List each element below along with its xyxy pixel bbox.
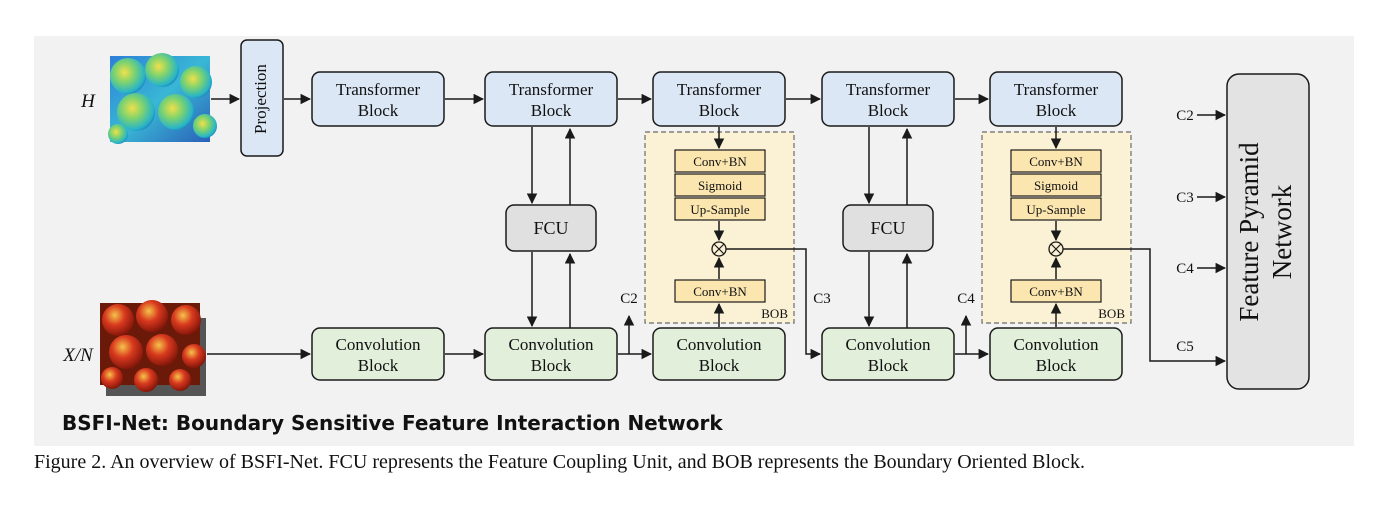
transformer-block-1: Transformer Block bbox=[311, 71, 445, 127]
svg-text:Up-Sample: Up-Sample bbox=[690, 202, 749, 217]
svg-text:Conv+BN: Conv+BN bbox=[693, 154, 747, 169]
svg-text:Convolution: Convolution bbox=[845, 335, 931, 354]
convolution-block-2: Convolution Block bbox=[484, 327, 618, 381]
svg-text:Block: Block bbox=[868, 101, 909, 120]
bob1-sigmoid bbox=[674, 173, 766, 197]
svg-text:Feature Pyramid: Feature Pyramid bbox=[1234, 142, 1264, 322]
svg-text:Convolution: Convolution bbox=[335, 335, 421, 354]
svg-text:Up-Sample: Up-Sample bbox=[1026, 202, 1085, 217]
svg-text:Convolution: Convolution bbox=[676, 335, 762, 354]
stage-label-c2: C2 bbox=[620, 291, 638, 307]
svg-text:Sigmoid: Sigmoid bbox=[698, 178, 743, 193]
feature-pyramid-network: Feature Pyramid Network bbox=[1226, 73, 1310, 390]
fpn-input-c2: C2 bbox=[1176, 108, 1194, 124]
svg-text:Transformer: Transformer bbox=[1014, 80, 1099, 99]
svg-text:Transformer: Transformer bbox=[846, 80, 931, 99]
bob1-conv-bn bbox=[674, 149, 766, 173]
bob2-conv-bn-bottom bbox=[1010, 279, 1102, 303]
fcu-block-2: FCU bbox=[842, 204, 934, 252]
svg-text:Block: Block bbox=[358, 101, 399, 120]
projection-label: Projection bbox=[251, 64, 270, 134]
convolution-block-1: Convolution Block bbox=[311, 327, 445, 381]
svg-text:BOB: BOB bbox=[761, 306, 788, 321]
svg-text:Conv+BN: Conv+BN bbox=[693, 284, 747, 299]
transformer-block-2: Transformer Block bbox=[484, 71, 618, 127]
svg-text:Block: Block bbox=[1036, 101, 1077, 120]
svg-text:Conv+BN: Conv+BN bbox=[1029, 284, 1083, 299]
network-title: BSFI-Net: Boundary Sensitive Feature Int… bbox=[62, 411, 723, 435]
svg-text:Conv+BN: Conv+BN bbox=[1029, 154, 1083, 169]
bob2-conv-bn bbox=[1010, 149, 1102, 173]
stage-label-c3: C3 bbox=[813, 291, 831, 307]
convolution-block-5: Convolution Block bbox=[989, 327, 1123, 381]
xn-input-label: X/N bbox=[62, 345, 94, 366]
svg-text:FCU: FCU bbox=[533, 218, 568, 238]
svg-text:Convolution: Convolution bbox=[1013, 335, 1099, 354]
bob1-up-sample bbox=[674, 197, 766, 221]
svg-text:Transformer: Transformer bbox=[677, 80, 762, 99]
h-input-label: H bbox=[80, 91, 96, 112]
convolution-block-4: Convolution Block bbox=[821, 327, 955, 381]
svg-text:Block: Block bbox=[699, 101, 740, 120]
fcu-block-1: FCU bbox=[505, 204, 597, 252]
svg-text:Convolution: Convolution bbox=[508, 335, 594, 354]
svg-text:Block: Block bbox=[1036, 356, 1077, 375]
svg-text:BOB: BOB bbox=[1098, 306, 1125, 321]
svg-text:Transformer: Transformer bbox=[509, 80, 594, 99]
fpn-input-c4: C4 bbox=[1176, 261, 1194, 277]
svg-text:FCU: FCU bbox=[870, 218, 905, 238]
svg-text:Transformer: Transformer bbox=[336, 80, 421, 99]
projection-box bbox=[240, 39, 284, 157]
bob1-conv-bn-bottom bbox=[674, 279, 766, 303]
figure-caption: Figure 2. An overview of BSFI-Net. FCU r… bbox=[34, 451, 1085, 473]
fpn-input-c5: C5 bbox=[1176, 339, 1194, 355]
svg-text:Block: Block bbox=[699, 356, 740, 375]
svg-text:Block: Block bbox=[868, 356, 909, 375]
svg-text:Network: Network bbox=[1267, 184, 1297, 279]
convolution-block-3: Convolution Block bbox=[652, 327, 786, 381]
stage-label-c4: C4 bbox=[957, 291, 975, 307]
fpn-input-c3: C3 bbox=[1176, 190, 1194, 206]
connectors bbox=[207, 93, 1227, 367]
svg-text:Block: Block bbox=[531, 101, 572, 120]
transformer-block-4: Transformer Block bbox=[821, 71, 955, 127]
svg-text:Sigmoid: Sigmoid bbox=[1034, 178, 1079, 193]
transformer-block-3: Transformer Block bbox=[652, 71, 786, 127]
thermal-input-image bbox=[108, 53, 217, 144]
rgb-input-image bbox=[100, 300, 206, 396]
transformer-block-5: Transformer Block bbox=[989, 71, 1123, 127]
svg-text:Block: Block bbox=[358, 356, 399, 375]
bob2-sigmoid bbox=[1010, 173, 1102, 197]
bob2-up-sample bbox=[1010, 197, 1102, 221]
svg-text:Block: Block bbox=[531, 356, 572, 375]
